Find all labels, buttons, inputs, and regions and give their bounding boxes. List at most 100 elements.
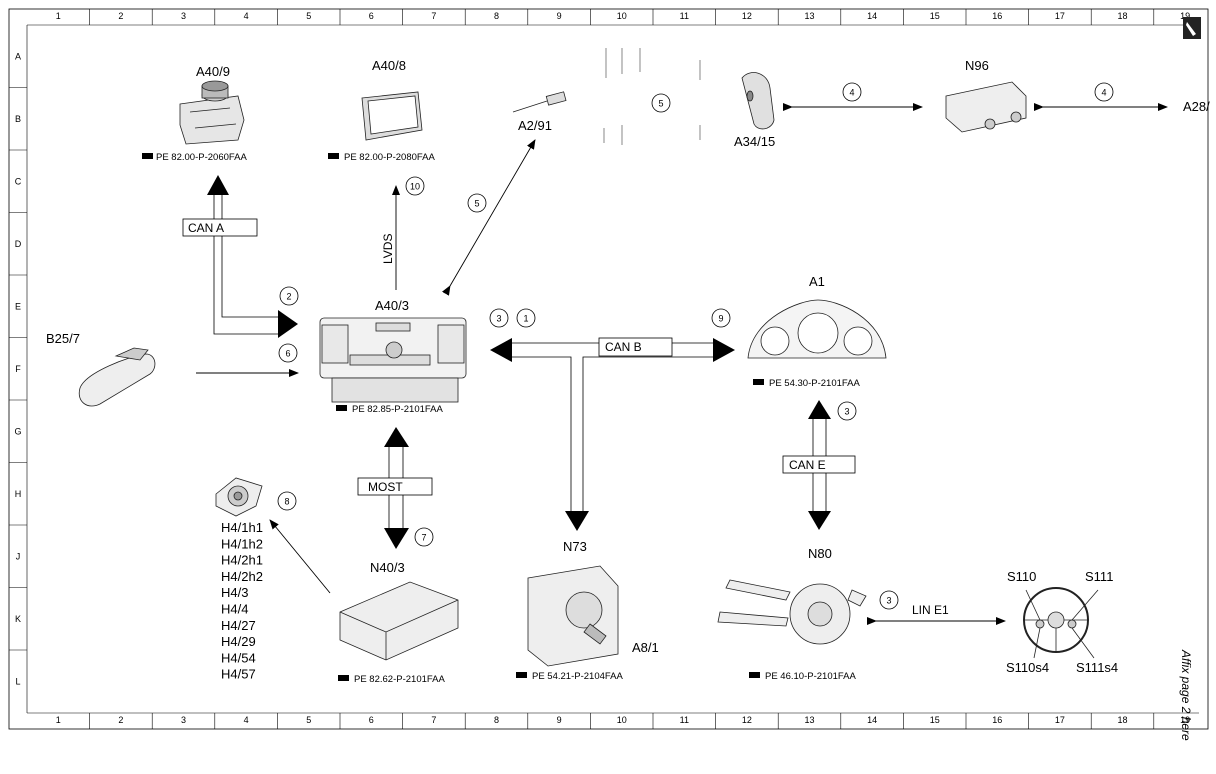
n40-3-amplifier-drawing [339,581,459,661]
svg-text:2: 2 [286,292,291,302]
speaker-label: H4/54 [221,650,256,665]
b25-7-mirror-drawing [78,347,156,407]
column-number: 17 [1055,715,1065,725]
column-number: 15 [930,11,940,21]
svg-text:10: 10 [410,182,420,192]
speaker-label: H4/4 [221,602,248,617]
column-number: 8 [494,715,499,725]
row-letter: A [15,51,21,61]
step-marker: 3 [837,401,857,421]
step-marker: 9 [711,308,731,328]
speaker-label: H4/27 [221,618,256,633]
column-number: 5 [306,11,311,21]
column-number: 11 [680,715,689,725]
can-e-line [782,400,856,530]
n96-label: N96 [965,58,989,73]
step-marker: 4 [842,82,862,102]
step-marker: 8 [277,491,297,511]
column-number: 4 [244,11,249,21]
svg-text:5: 5 [658,99,663,109]
step-marker: 1 [516,308,536,328]
step-marker: 5 [651,93,671,113]
column-number: 13 [804,715,814,725]
reference-hand-icon [753,379,764,385]
a40-3-label: A40/3 [375,298,409,313]
n80-label: N80 [808,546,832,561]
column-number: 13 [804,11,814,21]
step-marker: 2 [279,286,299,306]
speaker-label: H4/2h1 [221,553,263,568]
svg-text:4: 4 [1101,88,1106,98]
can-e-label: CAN E [789,458,826,472]
svg-text:3: 3 [844,407,849,417]
svg-text:4: 4 [849,88,854,98]
column-number: 6 [369,715,374,725]
svg-text:6: 6 [285,349,290,359]
column-number: 3 [181,11,186,21]
speaker-label: H4/57 [221,667,256,682]
n80-steering-module-drawing [717,579,867,645]
step-marker: 10 [405,176,425,196]
svg-text:9: 9 [718,314,723,324]
column-number: 7 [431,715,436,725]
a40-9-controller-drawing [179,80,245,145]
a28-label: A28/ [1183,99,1210,114]
can-a-line [182,175,298,338]
s110s4-label: S110s4 [1006,660,1049,675]
column-number: 16 [992,715,1002,725]
column-number: 7 [431,11,436,21]
column-number: 12 [742,715,752,725]
column-number: 9 [557,715,562,725]
column-number: 6 [369,11,374,21]
speaker-label: H4/1h2 [221,536,263,551]
reference-hand-icon [336,405,347,411]
a40-9-label: A40/9 [196,64,230,79]
a8-1-label: A8/1 [632,640,659,655]
column-number: 14 [867,715,877,725]
b25-7-label: B25/7 [46,331,80,346]
a40-9-ref: PE 82.00-P-2060FAA [156,152,247,163]
a40-3-to-a2-91-line [442,139,536,296]
column-number: 2 [118,11,123,21]
row-letter: F [15,364,21,374]
can-a-label: CAN A [188,221,224,235]
s110-label: S110 [1007,569,1036,584]
column-number: 10 [617,11,627,21]
svg-text:3: 3 [496,314,501,324]
svg-text:7: 7 [421,533,426,543]
row-letter: C [15,176,22,186]
row-letter: E [15,301,21,311]
h4-speaker-drawing [215,477,263,517]
n96-module-drawing [945,81,1027,133]
speaker-label: H4/3 [221,585,248,600]
speaker-label: H4/2h2 [221,569,263,584]
a2-91-label: A2/91 [518,118,552,133]
column-number: 5 [306,715,311,725]
row-letter: K [15,614,21,624]
n73-label: N73 [563,539,587,554]
step-marker: 6 [278,343,298,363]
lin-e1-label: LIN E1 [912,603,949,617]
svg-text:1: 1 [523,314,528,324]
row-letter: L [15,676,20,686]
column-number: 18 [1117,11,1127,21]
column-number: 19 [1180,11,1190,21]
s111-label: S111 [1085,569,1113,584]
step-marker: 7 [414,527,434,547]
column-number: 17 [1055,11,1065,21]
step-marker: 4 [1094,82,1114,102]
column-number: 11 [680,11,689,21]
row-letter: G [14,426,21,436]
svg-text:8: 8 [284,497,289,507]
step-marker: 5 [467,193,487,213]
a1-label: A1 [809,274,825,289]
a34-15-drawing [741,72,775,130]
column-number: 2 [118,715,123,725]
step-marker: 3 [489,308,509,328]
speaker-label: H4/29 [221,634,256,649]
lvds-label: LVDS [381,234,395,264]
column-number: 10 [617,715,627,725]
n40-3-label: N40/3 [370,560,405,575]
column-number: 8 [494,11,499,21]
